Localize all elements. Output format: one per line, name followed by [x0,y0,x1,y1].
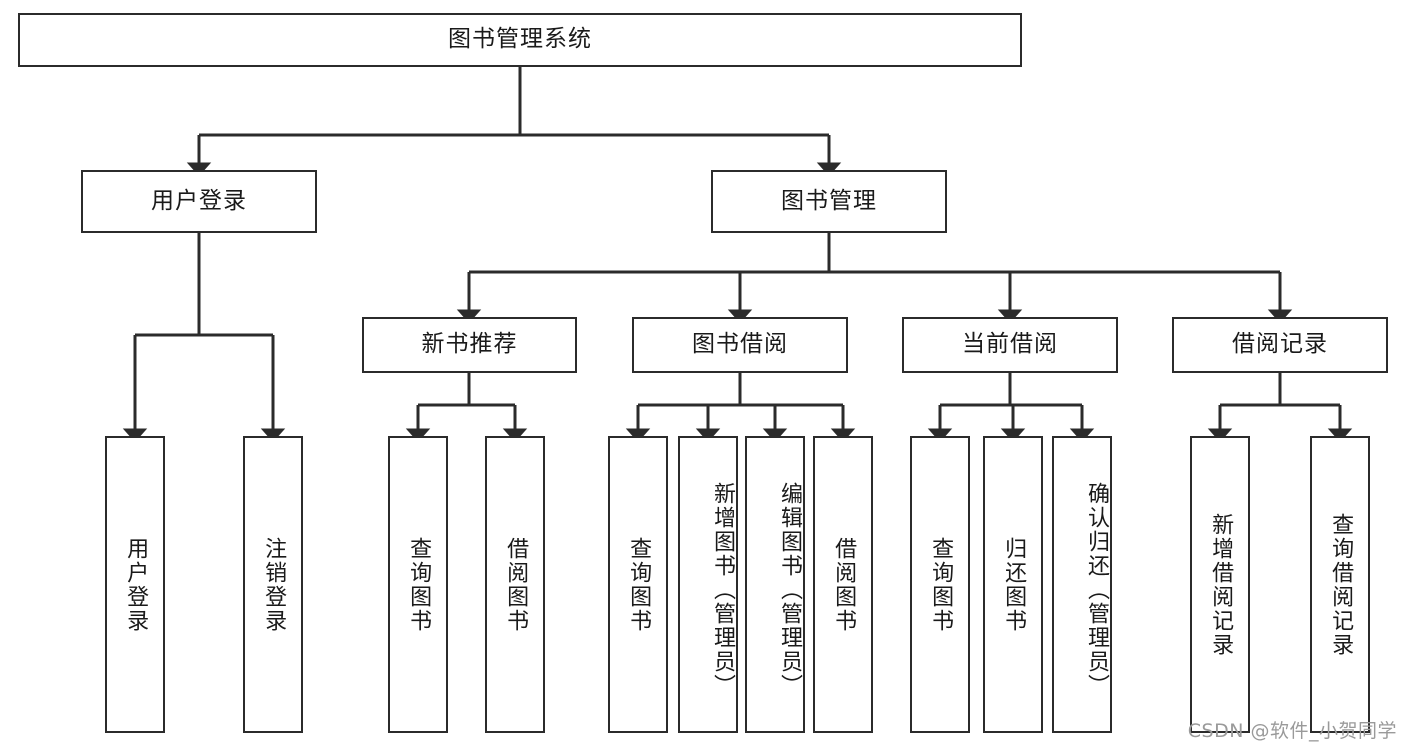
node-current-borrow[interactable]: 当前借阅 [902,317,1118,373]
node-label-new-book-rec: 新书推荐 [421,331,518,358]
node-leaf-add-book[interactable]: 新增图书（管理员） [678,436,738,733]
node-label-leaf-confirm-return: 确认归还（管理员） [1084,481,1109,698]
node-borrow-record[interactable]: 借阅记录 [1172,317,1388,373]
node-new-book-rec[interactable]: 新书推荐 [362,317,577,373]
node-book-borrow[interactable]: 图书借阅 [632,317,848,373]
node-label-leaf-return-book: 归还图书 [1001,536,1027,633]
node-leaf-query-record[interactable]: 查询借阅记录 [1310,436,1370,733]
node-leaf-query-book-rec[interactable]: 查询图书 [388,436,448,733]
node-label-book-borrow: 图书借阅 [692,331,788,358]
node-label-leaf-user-logout: 注销登录 [261,536,287,633]
node-label-leaf-query-book-rec: 查询图书 [406,536,432,633]
node-root[interactable]: 图书管理系统 [18,13,1022,67]
node-leaf-return-book[interactable]: 归还图书 [983,436,1043,733]
node-label-root: 图书管理系统 [448,26,592,53]
node-label-user-login: 用户登录 [151,187,247,214]
node-leaf-add-record[interactable]: 新增借阅记录 [1190,436,1250,733]
node-leaf-borrow-book-rec[interactable]: 借阅图书 [485,436,545,733]
node-label-leaf-borrow-book: 借阅图书 [831,536,857,633]
node-user-login[interactable]: 用户登录 [81,170,317,233]
node-leaf-edit-book[interactable]: 编辑图书（管理员） [745,436,805,733]
node-leaf-query-book[interactable]: 查询图书 [608,436,668,733]
node-label-leaf-add-book: 新增图书（管理员） [710,481,735,698]
node-label-leaf-query-book: 查询图书 [626,536,652,633]
node-label-leaf-user-login: 用户登录 [123,536,149,633]
node-label-leaf-edit-book: 编辑图书（管理员） [777,481,802,698]
node-label-leaf-query-book-cur: 查询图书 [928,536,954,633]
node-leaf-borrow-book[interactable]: 借阅图书 [813,436,873,733]
node-book-manage[interactable]: 图书管理 [711,170,947,233]
node-leaf-query-book-cur[interactable]: 查询图书 [910,436,970,733]
node-label-borrow-record: 借阅记录 [1232,331,1328,358]
node-label-leaf-query-record: 查询借阅记录 [1328,512,1354,657]
connector-lines [122,67,1353,443]
watermark-text: CSDN @软件_小贺同学 [1187,720,1397,742]
node-leaf-confirm-return[interactable]: 确认归还（管理员） [1052,436,1112,733]
node-leaf-user-login[interactable]: 用户登录 [105,436,165,733]
node-label-leaf-borrow-book-rec: 借阅图书 [503,536,529,633]
node-leaf-user-logout[interactable]: 注销登录 [243,436,303,733]
node-label-book-manage: 图书管理 [781,187,877,214]
node-label-current-borrow: 当前借阅 [962,331,1058,358]
node-label-leaf-add-record: 新增借阅记录 [1208,512,1234,657]
